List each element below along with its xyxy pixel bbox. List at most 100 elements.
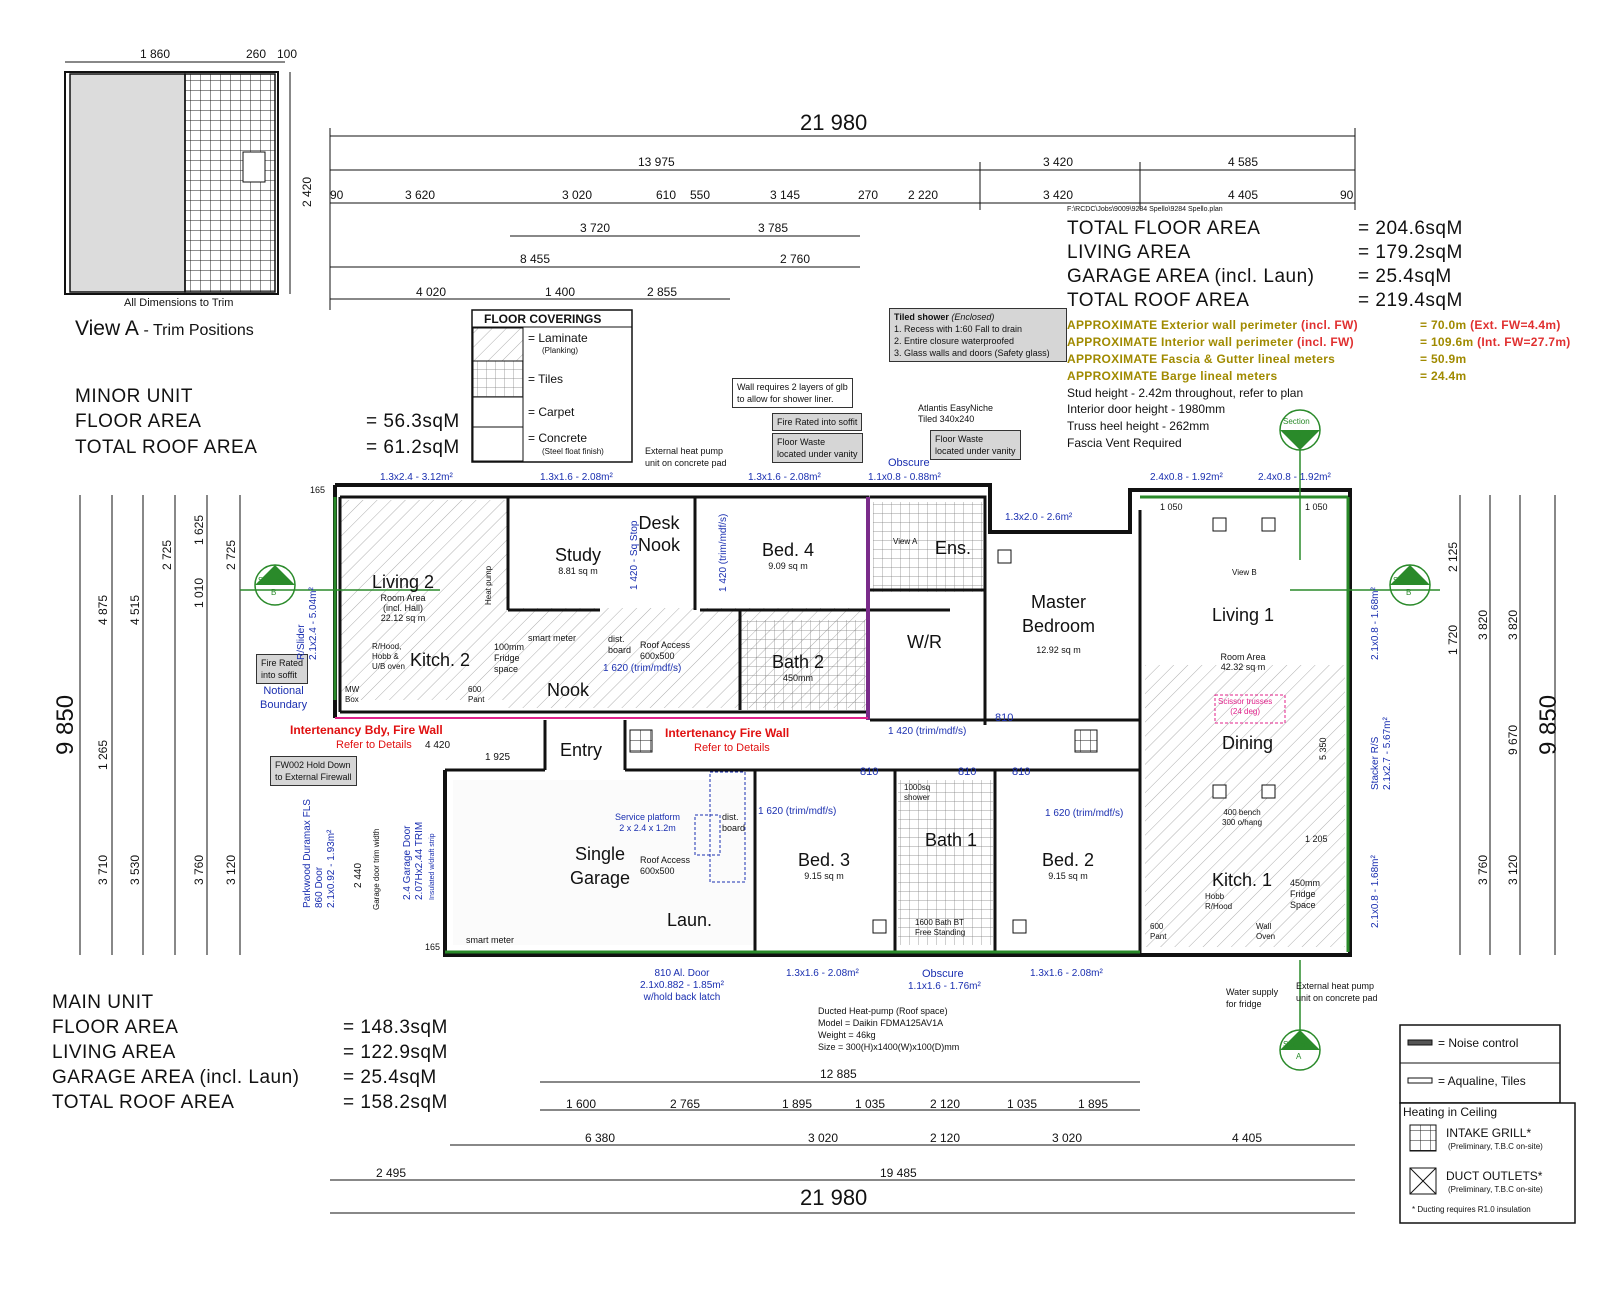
bottom-dim-1035b: 1 035 bbox=[1007, 1097, 1038, 1111]
tiled-shower-line3: 3. Glass walls and doors (Safety glass) bbox=[894, 348, 1050, 358]
floor-waste2-line1: Floor Waste bbox=[935, 434, 984, 444]
glb-line1: Wall requires 2 layers of glb bbox=[737, 382, 848, 392]
fc-concrete: = Concrete bbox=[528, 431, 588, 445]
ducted-3: Weight = 46kg bbox=[818, 1030, 876, 1040]
hold-down-note: FW002 Hold Down to External Firewall bbox=[270, 756, 357, 786]
top-dim-3785: 3 785 bbox=[758, 221, 789, 235]
living2-area: 22.12 sq m bbox=[380, 613, 426, 623]
room-study: Study 8.81 sq m bbox=[555, 545, 601, 576]
legend-aqualine: = Aqualine, Tiles bbox=[1438, 1074, 1526, 1088]
garage-door-2: 2.07Hx2.44 TRIM bbox=[414, 821, 425, 900]
win-bottom-2: 1.1x1.6 - 1.76m² bbox=[908, 981, 981, 992]
section-label-bottom: Section bbox=[1283, 1040, 1310, 1049]
hobb-main: Hobb R/Hood bbox=[1205, 892, 1232, 912]
garage-door-note: 2.4 Garage Door 2.07Hx2.44 TRIM Insulate… bbox=[402, 822, 439, 900]
section-label-right: Section bbox=[1393, 576, 1420, 585]
door-810-b: 810 bbox=[958, 766, 977, 778]
legend-footnote: * Ducting requires R1.0 insulation bbox=[1412, 1205, 1531, 1214]
approx-ext-text: APPROXIMATE Exterior wall perimeter bbox=[1067, 318, 1298, 332]
room-living2: Living 2 Room Area (incl. Hall) 22.12 sq… bbox=[372, 572, 434, 623]
nook-name: Nook bbox=[547, 680, 590, 700]
dim-165-bottom: 165 bbox=[425, 942, 441, 952]
left-total-height: 9 850 bbox=[52, 694, 79, 755]
room-entry: Entry bbox=[560, 740, 602, 761]
left-dim-4515: 4 515 bbox=[128, 594, 142, 625]
top-dim-3720: 3 720 bbox=[580, 221, 611, 235]
slider-left-1: R/Slider bbox=[296, 624, 307, 660]
tiled-shower-line2: 2. Entire closure waterproofed bbox=[894, 336, 1015, 346]
minor-unit-title: MINOR UNIT bbox=[75, 386, 193, 407]
bottom-dim-2120a: 2 120 bbox=[930, 1097, 961, 1111]
dist-board-bottom: dist. board bbox=[722, 812, 745, 834]
wall-oven-1: Wall bbox=[1256, 922, 1272, 931]
hobb-minor: R/Hood, Hobb & U/B oven bbox=[372, 642, 405, 672]
master-area: 12.92 sq m bbox=[1036, 645, 1081, 655]
parkwood-note: Parkwood Duramax FLS 860 Door 2.1x0.92 -… bbox=[302, 799, 338, 908]
bottom-dim-2495: 2 495 bbox=[376, 1166, 407, 1180]
floor-coverings-legend-graphic bbox=[471, 309, 633, 463]
top-dim-270: 270 bbox=[858, 188, 879, 202]
living1-sub: Room Area bbox=[1220, 652, 1266, 662]
summary-garage-label: GARAGE AREA (incl. Laun) bbox=[1067, 266, 1315, 287]
room-nook: Nook bbox=[547, 680, 589, 701]
section-markers bbox=[240, 409, 1440, 1071]
service-platform-note: Service platform 2 x 2.4 x 1.2m bbox=[615, 812, 680, 834]
left-dim-4875: 4 875 bbox=[96, 594, 110, 625]
roof-access-t1: Roof Access bbox=[640, 640, 691, 650]
dist-bottom-2: board bbox=[722, 823, 746, 833]
pant-minor-2: Pant bbox=[468, 695, 485, 704]
study-area: 8.81 sq m bbox=[558, 566, 598, 576]
parkwood-1: Parkwood Duramax FLS bbox=[302, 799, 313, 908]
note-truss: Truss heel height - 262mm bbox=[1067, 419, 1210, 433]
hobb-minor-1: R/Hood, bbox=[372, 642, 402, 651]
minor-unit-floors bbox=[340, 500, 983, 710]
bath-bt-2: Free Standing bbox=[915, 928, 966, 937]
water-supply-note: Water supply for fridge bbox=[1226, 986, 1278, 1010]
bench-note: 400 bench 300 o/hang bbox=[1222, 808, 1262, 828]
trim-view-title-main: View A bbox=[75, 317, 138, 340]
dim-4420: 4 420 bbox=[425, 740, 451, 751]
smart-meter-top: smart meter bbox=[528, 633, 577, 643]
top-dim-550: 550 bbox=[690, 188, 711, 202]
fridge-minor: 100mm Fridge space bbox=[494, 642, 524, 675]
pant-minor: 600 Pant bbox=[468, 685, 484, 705]
trim-view-title-suffix: - Trim Positions bbox=[143, 322, 254, 339]
main-living-label: LIVING AREA bbox=[52, 1042, 176, 1063]
bottom-dim-2765: 2 765 bbox=[670, 1097, 701, 1111]
room-bath2: Bath 2 450mm bbox=[772, 652, 824, 683]
slider-left-2: 2.1x2.4 - 5.04m² bbox=[308, 587, 319, 660]
dim-5350: 5 350 bbox=[1318, 737, 1328, 760]
atlantis-line2: Tiled 340x240 bbox=[918, 414, 975, 424]
top-dim-4585: 4 585 bbox=[1228, 155, 1259, 169]
approx-ext-label: APPROXIMATE Exterior wall perimeter (inc… bbox=[1067, 318, 1358, 332]
bed2-area: 9.15 sq m bbox=[1048, 871, 1088, 881]
left-dim-1265: 1 265 bbox=[96, 739, 110, 770]
left-dim-1010: 1 010 bbox=[192, 577, 206, 608]
right-total-height: 9 850 bbox=[1535, 694, 1562, 755]
trim-1420-bed4: 1 420 (trim/mdf/s) bbox=[718, 513, 729, 592]
room-master: Master Bedroom 12.92 sq m bbox=[1022, 590, 1095, 662]
garage-door-1: 2.4 Garage Door bbox=[402, 825, 413, 901]
trim-1420-sqstop: 1 420 - Sq Stop bbox=[629, 520, 640, 591]
hobb-main-2: R/Hood bbox=[1205, 902, 1233, 911]
approx-ext-val: = 70.0m bbox=[1420, 318, 1467, 332]
win-bottom-3: 1.3x1.6 - 2.08m² bbox=[1030, 968, 1103, 979]
stacker-2: 2.1x2.7 - 5.67m² bbox=[1382, 717, 1393, 790]
intertenancy-right: Intertenancy Fire Wall bbox=[665, 726, 790, 740]
fridge-main: 450mm Fridge Space bbox=[1290, 878, 1320, 911]
top-dim-4405: 4 405 bbox=[1228, 188, 1259, 202]
left-dim-3710: 3 710 bbox=[96, 854, 110, 885]
section-letter-right: B bbox=[1406, 588, 1412, 597]
atlantis-note: Atlantis EasyNiche Tiled 340x240 bbox=[918, 403, 993, 425]
bottom-dim-4405: 4 405 bbox=[1232, 1131, 1263, 1145]
living2-sub2: (incl. Hall) bbox=[383, 603, 424, 613]
obscure-top: Obscure bbox=[888, 457, 930, 469]
top-dimension-lines bbox=[329, 128, 1356, 310]
main-floor-value: = 148.3sqM bbox=[343, 1017, 448, 1038]
approx-barge-label: APPROXIMATE Barge lineal meters bbox=[1067, 369, 1278, 383]
notional-1: Notional bbox=[263, 685, 304, 697]
door-810-a: 810 bbox=[860, 766, 879, 778]
bottom-total-dim: 21 980 bbox=[800, 1185, 868, 1210]
roof-access-top: Roof Access 600x500 bbox=[640, 640, 690, 662]
mw-1: MW bbox=[345, 685, 360, 694]
